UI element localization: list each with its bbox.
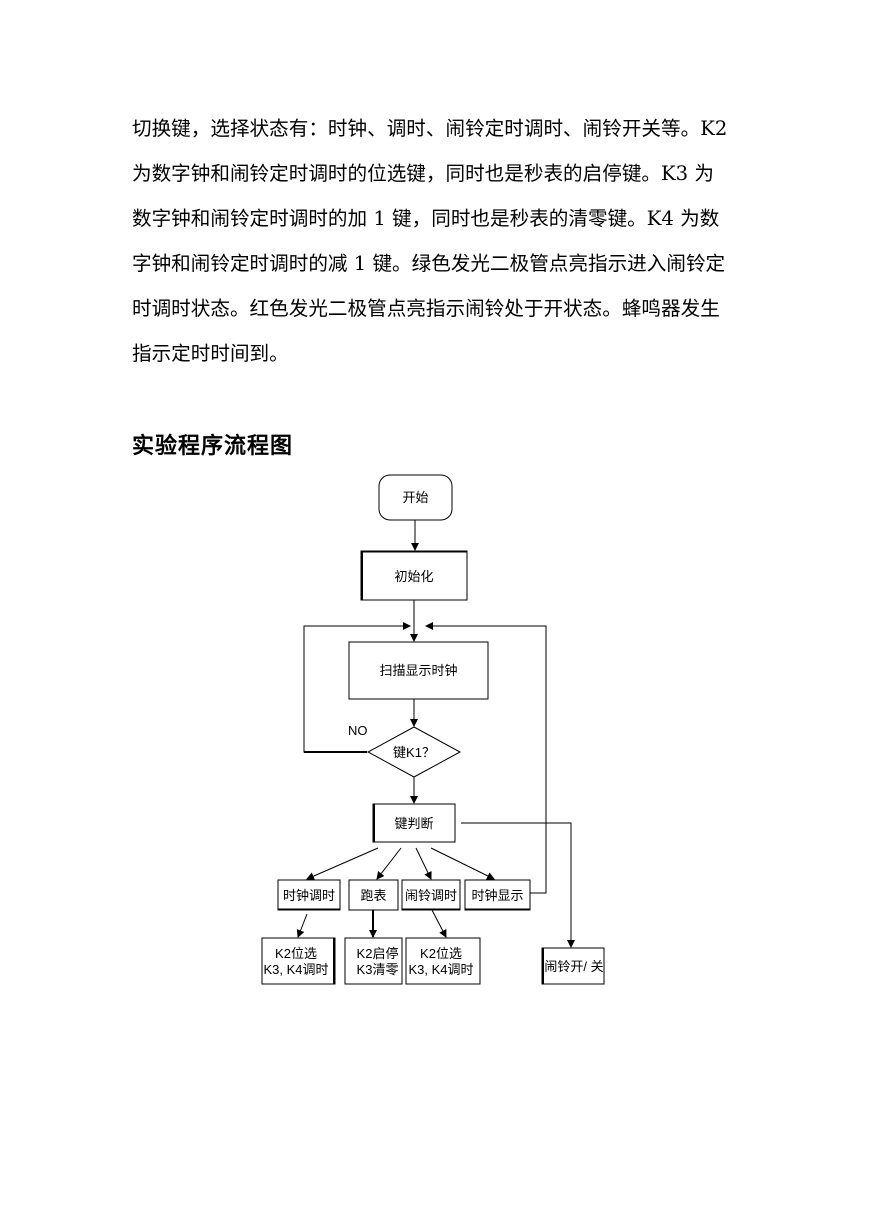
alarm-toggle-label: 闹铃开/ 关	[544, 959, 603, 974]
sub-clock-line1: K2位选	[275, 946, 317, 961]
sub-stopwatch-node: K2启停 K3清零	[344, 937, 403, 985]
arrow-branch-alarm-adjust	[415, 847, 432, 880]
paragraph-line: 字钟和闹铃定时调时的减 1 键。绿色发光二极管点亮指示进入闹铃定	[132, 252, 726, 275]
scan-node: 扫描显示时钟	[348, 641, 489, 700]
decision-node: 键K1？	[366, 726, 462, 778]
start-label: 开始	[402, 490, 428, 505]
branch-clock-display-label: 时钟显示	[471, 888, 523, 903]
branch-clock-display-node: 时钟显示	[464, 879, 531, 911]
decision-label: 键K1？	[393, 745, 435, 760]
start-node: 开始	[378, 474, 453, 521]
branch-stopwatch-node: 跑表	[348, 879, 399, 911]
judge-node: 键判断	[372, 803, 456, 843]
arrow-branch-stopwatch	[376, 847, 402, 880]
paragraph-line: 指示定时时间到。	[132, 342, 289, 365]
scan-label: 扫描显示时钟	[379, 663, 457, 678]
alarm-toggle-node: 闹铃开/ 关	[541, 947, 605, 985]
sub-alarm-line2: K3, K4调时	[408, 962, 473, 977]
section-heading: 实验程序流程图	[132, 434, 294, 459]
arrow-branch-clock-adjust	[306, 847, 379, 880]
branch-stopwatch-label: 跑表	[360, 888, 386, 903]
arrow-judge-alarm-toggle	[461, 822, 575, 948]
init-label: 初始化	[394, 569, 433, 584]
no-label: NO	[348, 723, 368, 738]
sub-clock-node: K2位选 K3, K4调时	[261, 937, 336, 985]
paragraph-line: 为数字钟和闹铃定时调时的位选键，同时也是秒表的启停键。K3 为	[132, 162, 714, 185]
paragraph-line: 时调时状态。红色发光二极管点亮指示闹铃处于开状态。蜂鸣器发生	[132, 297, 720, 320]
branch-clock-adjust-label: 时钟调时	[283, 888, 335, 903]
paragraph-line: 数字钟和闹铃定时调时的加 1 键，同时也是秒表的清零键。K4 为数	[132, 207, 720, 230]
paragraph-line: 切换键，选择状态有：时钟、调时、闹铃定时调时、闹铃开关等。K2	[132, 117, 728, 140]
sub-alarm-line1: K2位选	[420, 946, 462, 961]
init-node: 初始化	[360, 550, 468, 601]
branch-clock-adjust-node: 时钟调时	[277, 879, 341, 911]
sub-stopwatch-line2: K3清零	[357, 962, 399, 977]
arrow-branch-clock-display	[430, 847, 495, 880]
sub-clock-line2: K3, K4调时	[263, 962, 328, 977]
judge-label: 键判断	[394, 816, 433, 831]
branch-alarm-adjust-node: 闹铃调时	[401, 879, 461, 911]
arrow-return-loop	[425, 622, 547, 894]
sub-alarm-node: K2位选 K3, K4调时	[405, 937, 481, 985]
arrow-sub-clock	[296, 913, 308, 938]
arrow-sub-alarm	[431, 909, 447, 938]
branch-alarm-adjust-label: 闹铃调时	[405, 888, 457, 903]
sub-stopwatch-line1: K2启停	[357, 946, 399, 961]
